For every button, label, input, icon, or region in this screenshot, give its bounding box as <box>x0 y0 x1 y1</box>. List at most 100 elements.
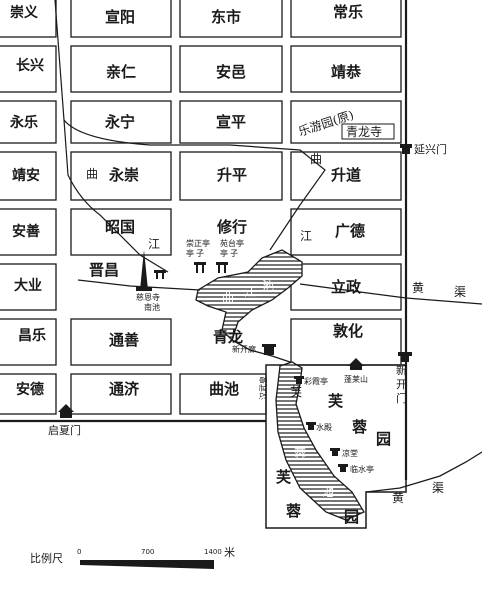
ward-anshan: 安善 <box>12 223 40 240</box>
furong-yuan-label-3: 园 <box>376 430 391 448</box>
qixiamen-gate-icon <box>58 404 74 418</box>
ward-qinren: 亲仁 <box>106 63 136 81</box>
yuanying-label: 苑台亭 <box>220 238 244 248</box>
ward-anyi: 安邑 <box>216 63 246 81</box>
penglaishan-icon <box>348 358 364 370</box>
ward-quchi: 曲池 <box>209 380 239 398</box>
yanxingmen-label: 延兴门 <box>414 142 447 156</box>
ward-chongyi: 崇义 <box>10 4 38 21</box>
scale-tick-1400: 1400 <box>204 548 222 556</box>
qu-west-label-1: 曲 <box>86 167 98 181</box>
huangqu-canal-south <box>365 451 482 493</box>
furong-chi-label-3: 池 <box>322 485 334 499</box>
xiaoying-label: 崇正亭 <box>186 238 210 248</box>
linshuiting-label: 临水亭 <box>350 464 374 474</box>
yanxingmen-gate-icon <box>400 144 412 154</box>
scale-unit: 米 <box>224 546 235 559</box>
ward-tongshan: 通善 <box>109 331 139 349</box>
tinglan-label-1: 亭 <box>186 248 194 258</box>
qujiang-chi-label-1: 曲 <box>222 291 234 305</box>
hanwuquan-label: 汉武泉 <box>258 376 268 400</box>
ward-dongshi: 东市 <box>211 8 241 26</box>
scale-wedge <box>80 560 214 569</box>
ward-yongning: 永宁 <box>104 113 135 131</box>
furong-yuan-label-1: 芙 <box>327 392 344 410</box>
huangqu-label-3: 黄 <box>392 491 404 505</box>
ward-xuanyang: 宣阳 <box>105 8 135 26</box>
huangqu-label-2: 渠 <box>454 285 466 299</box>
penglaishan-label: 蓬莱山 <box>344 374 368 384</box>
xinkaimen-label-3: 门 <box>396 391 407 405</box>
qu-canal-label-2: 江 <box>300 229 312 243</box>
linshuiting-icon <box>338 464 348 472</box>
ward-jinggong: 靖恭 <box>331 63 362 81</box>
huangqu-label-1: 黄 <box>412 281 424 295</box>
qujiang-canal <box>54 0 326 251</box>
qinglongsi-box <box>341 123 395 140</box>
furong-lower-label-1: 芙 <box>275 468 292 486</box>
pavilion-icon-1 <box>154 270 166 279</box>
ward-tongji: 通济 <box>109 380 140 398</box>
scale-tick-0: 0 <box>77 548 81 556</box>
ward-shengping: 升平 <box>217 166 247 184</box>
ward-changxing: 长兴 <box>16 57 44 74</box>
dayanta-icon <box>136 250 152 291</box>
ward-guangde: 广德 <box>335 222 365 240</box>
ward-zhaoguo: 昭国 <box>105 218 135 236</box>
furong-chi-label-1: 芙 <box>290 385 302 399</box>
furong-yuan-label-2: 蓉 <box>352 418 367 436</box>
nanchi-label: 南池 <box>144 302 160 312</box>
ward-dunhua: 敦化 <box>333 322 363 340</box>
ward-qinglong: 青龙 <box>213 328 243 346</box>
shuidian-icon <box>306 422 316 430</box>
qixiamen-label: 启夏门 <box>48 423 81 437</box>
ward-xuanping: 宣平 <box>216 113 246 131</box>
ward-grid <box>0 0 402 415</box>
furong-chi-label-2: 蓉 <box>294 447 306 461</box>
ward-ande: 安德 <box>16 381 44 398</box>
qinglongsi-label: 青龙寺 <box>346 125 382 139</box>
ward-jingan: 靖安 <box>12 167 40 184</box>
ziensi-label: 慈恩寺 <box>136 292 160 302</box>
ward-xiuxing: 修行 <box>216 218 247 236</box>
ward-jinchang: 晋昌 <box>89 261 119 279</box>
qujiang-chi-label-3: 池 <box>262 279 274 293</box>
huangqu-label-4: 渠 <box>432 481 444 495</box>
huangqu-canal-north <box>77 279 482 305</box>
pavilion-icon-2 <box>194 262 206 273</box>
ward-daye: 大业 <box>14 277 42 294</box>
pavilion-icon-3 <box>216 262 228 273</box>
ward-labels: 崇义 宣阳 东市 常乐 长兴 亲仁 安邑 靖恭 永乐 永宁 宣平 靖安 永崇 升… <box>9 3 365 398</box>
scale-tick-700: 700 <box>141 548 154 556</box>
qujiang-chi-label-2: 江 <box>244 285 256 299</box>
furong-yuan-lower-3: 园 <box>344 508 359 526</box>
ward-yongchong: 永崇 <box>108 166 139 184</box>
scale-bar: 比例尺 0 700 1400 米 <box>30 546 235 569</box>
qu-canal-label-1: 曲 <box>310 152 322 166</box>
ward-shengdao: 升道 <box>331 166 361 184</box>
caixiating-icon <box>294 376 304 384</box>
gallery-icon <box>262 344 276 355</box>
ward-yongle: 永乐 <box>9 114 38 131</box>
ward-lizheng: 立政 <box>331 278 362 296</box>
xinkaimen-label-2: 开 <box>396 378 407 391</box>
shuidian-label: 水殿 <box>316 422 332 432</box>
xinkai-gallery-label: 新开廊 <box>232 344 256 354</box>
xinkaimen-gate-icon <box>398 352 412 362</box>
qujiang-lake <box>195 249 303 342</box>
tinglan2-label-1: 亭 <box>220 248 228 258</box>
furong-lower-label-2: 蓉 <box>286 502 301 520</box>
xinkaimen-label-1: 新 <box>396 363 407 377</box>
ward-changle-s: 昌乐 <box>18 327 46 344</box>
qujiang-jiang-label: 江 <box>148 237 160 251</box>
tinglan-label-2: 子 <box>196 249 204 258</box>
caixiating-label: 彩霞亭 <box>304 376 328 386</box>
west-canal <box>63 119 169 273</box>
scale-label: 比例尺 <box>30 551 63 565</box>
liangtang-label: 凉堂 <box>342 448 358 458</box>
ward-changle: 常乐 <box>333 3 363 21</box>
liangtang-icon <box>330 448 340 456</box>
water-labels: 曲 江 池 江 曲 江 曲 黄 渠 黄 渠 芙 蓉 园 芙 蓉 池 芙 蓉 园 <box>86 152 466 526</box>
tinglan2-label-2: 子 <box>230 249 238 258</box>
